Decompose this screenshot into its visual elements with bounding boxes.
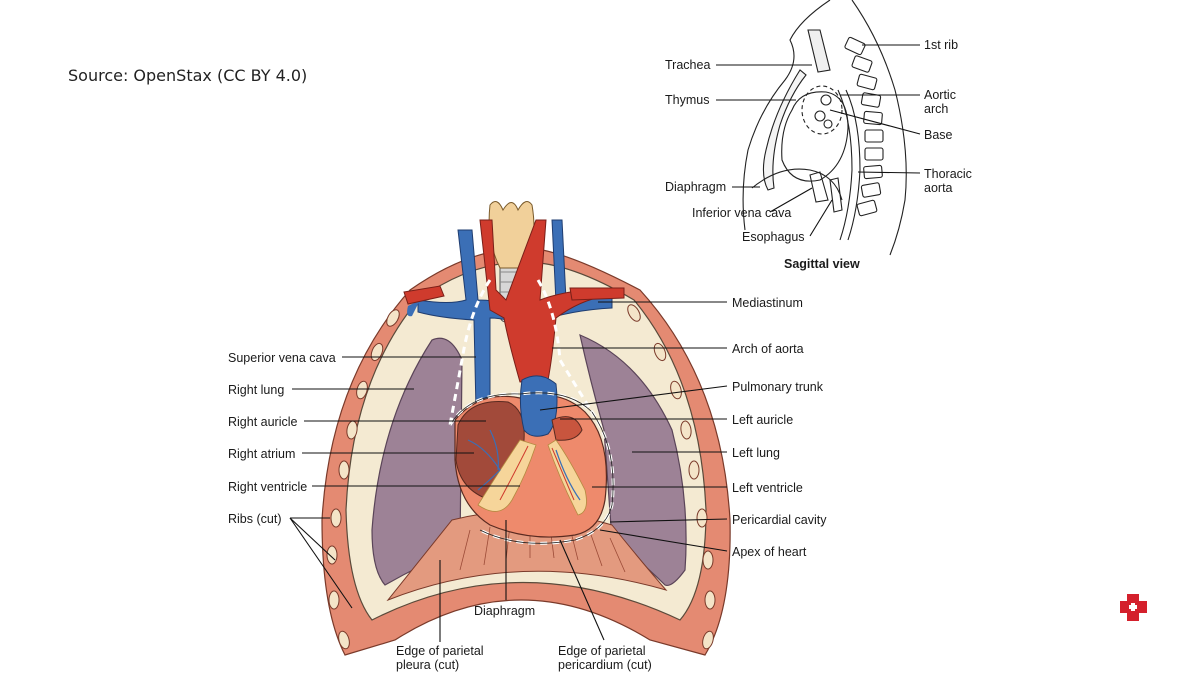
label-edge-parietal-pleura-1: Edge of parietal — [396, 644, 484, 658]
sagittal-vessels — [814, 94, 833, 129]
label-ribs-cut: Ribs (cut) — [228, 512, 281, 526]
sagittal-back-outline — [851, 0, 907, 256]
sagittal-ivc — [809, 171, 829, 203]
label-pulmonary-trunk: Pulmonary trunk — [732, 380, 824, 394]
label-edge-parietal-pericardium-1: Edge of parietal — [558, 644, 646, 658]
label-edge-parietal-pericardium-2: pericardium (cut) — [558, 658, 652, 672]
sagittal-leaders — [716, 44, 921, 237]
coronary-arteries — [499, 445, 575, 501]
label-left-auricle: Left auricle — [732, 413, 793, 427]
sagittal-diaphragm — [751, 168, 843, 201]
label-thoracic-aorta-1: Thoracic — [924, 167, 972, 181]
sagittal-body-outline — [742, 0, 831, 231]
sagittal-view — [742, 0, 907, 256]
sagittal-heart-outline — [781, 91, 849, 182]
sagittal-trachea — [807, 29, 831, 73]
label-mediastinum: Mediastinum — [732, 296, 803, 310]
arteries — [479, 219, 607, 383]
pericardium-line — [449, 392, 614, 544]
subclavian-artery-left — [403, 285, 445, 305]
subclavian-artery-right — [569, 287, 625, 301]
label-right-ventricle: Right ventricle — [228, 480, 307, 494]
thyroid — [488, 200, 535, 269]
right-brachiocephalic — [407, 300, 420, 317]
sagittal-thoracic-aorta — [837, 89, 861, 241]
front-view: Superior vena cava Right lung Right auri… — [228, 200, 827, 672]
label-left-lung: Left lung — [732, 446, 780, 460]
label-sagittal-view-title: Sagittal view — [784, 257, 860, 271]
label-thoracic-aorta-2: aorta — [924, 181, 953, 195]
ribs-right — [627, 304, 716, 650]
label-sagittal-diaphragm: Diaphragm — [665, 180, 726, 194]
label-right-atrium: Right atrium — [228, 447, 295, 461]
front-leaders-left — [289, 356, 520, 609]
source-credit: Source: OpenStax (CC BY 4.0) — [68, 66, 308, 85]
pulmonary-trunk — [519, 375, 558, 437]
front-leaders-right — [439, 301, 728, 642]
label-thymus: Thymus — [665, 93, 709, 107]
label-edge-parietal-pleura-2: pleura (cut) — [396, 658, 459, 672]
label-diaphragm: Diaphragm — [474, 604, 535, 618]
sagittal-esophagus — [829, 177, 843, 213]
label-right-lung: Right lung — [228, 383, 284, 397]
ribs-left — [326, 309, 400, 650]
coronary-veins — [467, 429, 581, 501]
red-cross-icon — [1120, 594, 1147, 621]
left-auricle — [551, 416, 583, 441]
mediastinum-edge-right — [536, 279, 594, 413]
label-arch-of-aorta: Arch of aorta — [732, 342, 804, 356]
label-left-ventricle: Left ventricle — [732, 481, 803, 495]
label-pericardial-cavity: Pericardial cavity — [732, 513, 827, 527]
label-base: Base — [924, 128, 953, 142]
label-right-auricle: Right auricle — [228, 415, 298, 429]
label-apex-of-heart: Apex of heart — [732, 545, 807, 559]
label-first-rib: 1st rib — [924, 38, 958, 52]
left-lung — [579, 334, 687, 587]
label-trachea: Trachea — [665, 58, 710, 72]
right-lung — [371, 337, 463, 586]
label-inferior-vena-cava: Inferior vena cava — [692, 206, 791, 220]
label-aortic-arch-2: arch — [924, 102, 948, 116]
label-esophagus: Esophagus — [742, 230, 805, 244]
label-aortic-arch-1: Aortic — [924, 88, 956, 102]
sagittal-base-dashed — [801, 85, 843, 135]
sagittal-vertebrae — [844, 36, 884, 217]
label-superior-vena-cava: Superior vena cava — [228, 351, 336, 365]
